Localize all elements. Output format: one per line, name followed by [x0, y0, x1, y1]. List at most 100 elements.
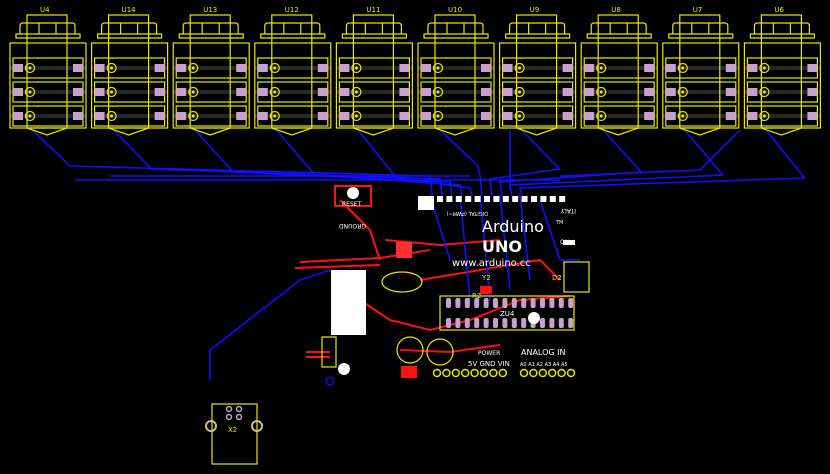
ic-pin	[474, 318, 480, 328]
ic-pin	[455, 318, 461, 328]
board-model: UNO	[482, 237, 522, 256]
signal-trace	[192, 127, 453, 196]
analog-header-pin[interactable]	[529, 368, 538, 378]
connector-x2[interactable]: X2	[205, 403, 263, 465]
power-pin-labels: 5V GND VIN	[468, 360, 510, 368]
ic-pin	[568, 318, 574, 328]
board-url: www.arduino.cc	[452, 258, 531, 269]
ic-pin	[455, 298, 461, 308]
r2-label: R2	[472, 292, 481, 300]
ic-pin	[483, 318, 489, 328]
module-label: U8	[611, 6, 621, 14]
analog-header-pin[interactable]	[566, 368, 576, 378]
relay-module[interactable]: U8	[580, 6, 658, 136]
ic-pin	[493, 298, 498, 308]
module-label: U7	[693, 6, 703, 14]
ic-pin	[549, 298, 555, 308]
signal-trace	[509, 127, 725, 196]
digital-header-pin[interactable]	[540, 196, 547, 202]
on-led	[563, 240, 575, 245]
digital-header-pin[interactable]	[512, 196, 519, 202]
digital-header-pin[interactable]	[549, 196, 556, 202]
digital-header-pin[interactable]	[493, 196, 500, 202]
digital-header-pin[interactable]	[559, 196, 566, 202]
ic-pin	[540, 298, 545, 308]
signal-trace	[355, 127, 473, 196]
ic-pin	[464, 318, 470, 328]
relay-module[interactable]: U10	[417, 6, 495, 136]
arduino-board: Arduino TM UNO www.arduino.cc RESET GROU…	[209, 185, 590, 386]
digital-header-pin[interactable]	[437, 196, 443, 202]
board-title: Arduino	[482, 217, 544, 236]
analog-pin-labels: A0 A1 A2 A3 A4 A5	[520, 362, 568, 368]
power-header-pin[interactable]	[489, 368, 498, 378]
reset-button-pad[interactable]	[334, 185, 372, 207]
ic-pins	[432, 196, 576, 378]
digital-header-pin[interactable]	[502, 196, 509, 202]
reset-button[interactable]	[347, 187, 359, 199]
bottom-traces	[29, 127, 807, 196]
module-label: U13	[203, 6, 217, 14]
ic-pin	[511, 298, 517, 308]
connector-label: X2	[228, 426, 237, 434]
ic-pin	[558, 318, 564, 328]
signal-trace	[518, 127, 807, 196]
power-header-pin[interactable]	[498, 368, 508, 378]
power-header-pin[interactable]	[470, 368, 479, 378]
trademark: TM	[555, 220, 563, 226]
module-label: U4	[40, 6, 50, 14]
power-header-pin[interactable]	[432, 368, 442, 378]
relay-module[interactable]: U7	[662, 6, 740, 136]
mounting-hole	[338, 363, 350, 375]
relay-module[interactable]: U12	[254, 6, 332, 136]
via	[325, 376, 335, 386]
relay-module[interactable]: U9	[499, 6, 577, 136]
ic-pin	[446, 318, 451, 328]
ic-pin	[483, 298, 489, 308]
power-header-pin[interactable]	[442, 368, 451, 378]
italy-label: ITALY	[560, 207, 576, 214]
digital-header-pin[interactable]	[446, 196, 453, 202]
power-jack	[331, 270, 366, 335]
zu4-label: ZU4	[500, 310, 515, 318]
ic-pin	[464, 298, 470, 308]
power-header-pin[interactable]	[460, 368, 470, 378]
relay-module[interactable]: U4	[9, 6, 87, 136]
reset-label: RESET	[342, 201, 362, 208]
ic-pin	[446, 298, 451, 308]
power-header-pin[interactable]	[479, 368, 489, 378]
d2-label: D2	[552, 274, 562, 282]
capacitor	[426, 338, 454, 366]
digital-header-pin[interactable]	[465, 196, 472, 202]
ground-label: GROUND	[339, 222, 366, 229]
analog-header-pin[interactable]	[519, 368, 529, 378]
power-header-pin[interactable]	[451, 368, 461, 378]
digital-header-pin[interactable]	[484, 196, 490, 202]
icsp-header	[563, 261, 590, 293]
analog-header-pin[interactable]	[538, 368, 548, 378]
relay-module[interactable]: U14	[90, 6, 169, 136]
analog-header-pin[interactable]	[547, 368, 557, 378]
digital-label: DIGITAL (PWM~)	[446, 210, 488, 216]
signal-trace	[437, 127, 483, 196]
on-label: ON	[560, 239, 569, 246]
module-label: U9	[530, 6, 540, 14]
digital-header-pin[interactable]	[521, 196, 528, 202]
analog-header-pin[interactable]	[557, 368, 566, 378]
led-block	[418, 196, 434, 210]
signal-trace	[274, 127, 463, 196]
diode-d1	[401, 366, 417, 378]
relay-module[interactable]: U11	[335, 6, 413, 136]
digital-header-pin[interactable]	[474, 196, 481, 202]
relay-module[interactable]: U6	[743, 6, 822, 136]
module-label: U11	[366, 6, 380, 14]
signal-trace	[489, 127, 562, 196]
digital-header-pin[interactable]	[455, 196, 462, 202]
module-label: U14	[122, 6, 137, 14]
digital-header-pin[interactable]	[531, 196, 537, 202]
relay-module[interactable]: U13	[172, 6, 250, 136]
mounting-hole	[528, 312, 540, 324]
y2-label: Y2	[481, 274, 491, 282]
ic-pin	[474, 298, 480, 308]
